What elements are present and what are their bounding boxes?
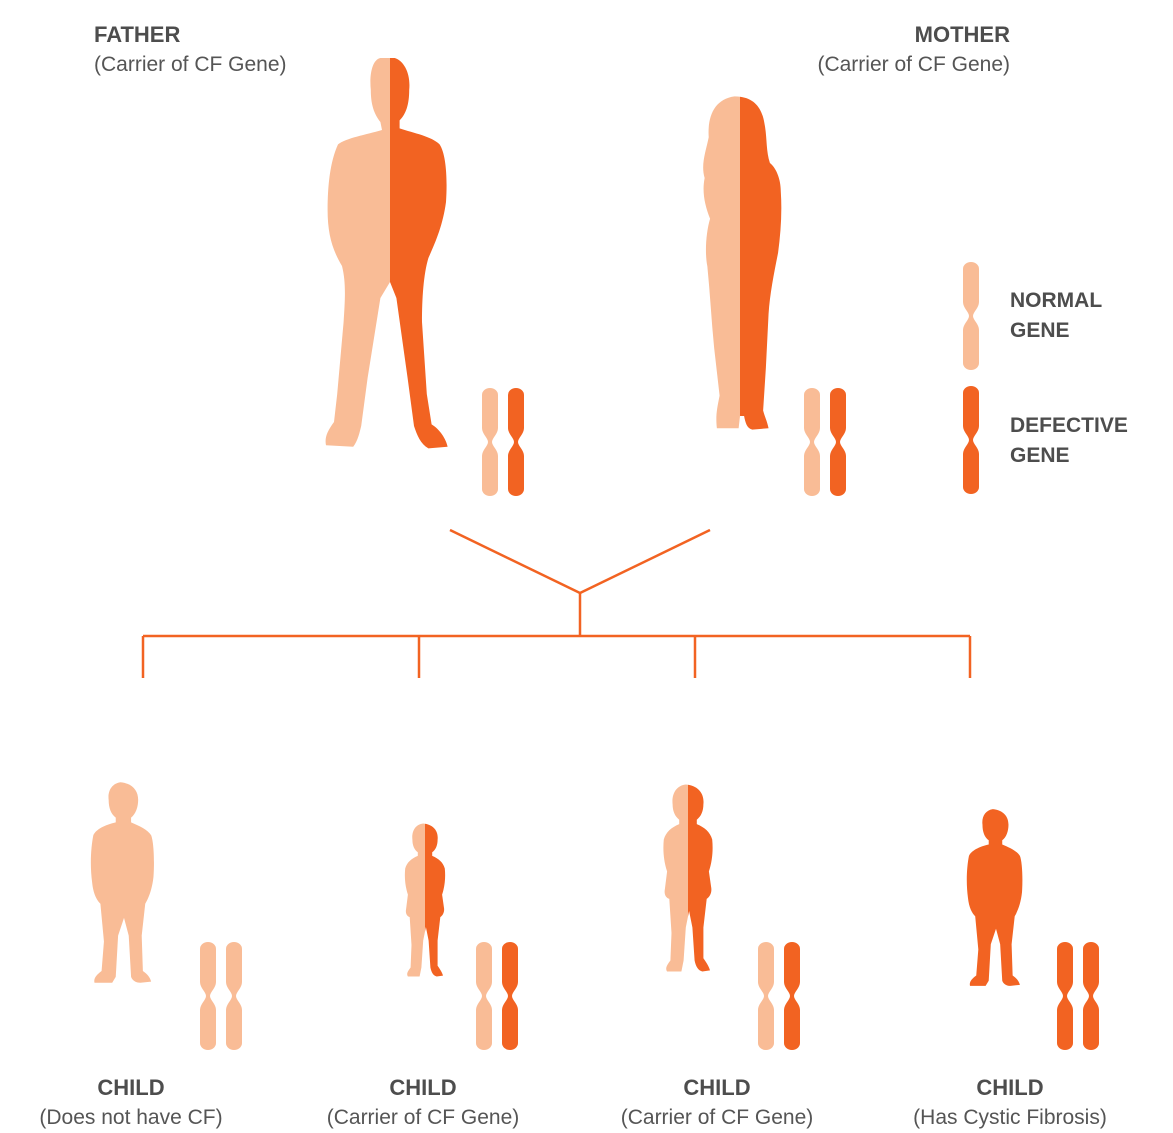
child-subtitle-2: (Carrier of CF Gene) (327, 1103, 520, 1133)
mother-title: MOTHER (817, 20, 1010, 50)
child-silhouette-2 (405, 824, 445, 977)
child-title-4: CHILD (913, 1073, 1107, 1103)
father-chromosome-1 (482, 388, 498, 496)
child-subtitle-4: (Has Cystic Fibrosis) (913, 1103, 1107, 1133)
child-silhouette-3 (663, 785, 712, 972)
child-2-chromosome-2 (502, 942, 518, 1050)
father-label: FATHER (Carrier of CF Gene) (94, 20, 287, 80)
child-3-chromosome-2 (784, 942, 800, 1050)
legend-defective-label: DEFECTIVE GENE (1010, 411, 1128, 471)
father-subtitle: (Carrier of CF Gene) (94, 50, 287, 80)
legend-normal-line1: NORMAL (1010, 286, 1102, 316)
legend-normal-line2: GENE (1010, 316, 1102, 346)
mother-chromosome-1 (804, 388, 820, 496)
mother-subtitle: (Carrier of CF Gene) (817, 50, 1010, 80)
father-silhouette (326, 58, 448, 448)
child-1-chromosome-2 (226, 942, 242, 1050)
child-label-1: CHILD (Does not have CF) (39, 1073, 222, 1133)
mother-silhouette (703, 96, 781, 429)
child-subtitle-3: (Carrier of CF Gene) (621, 1103, 814, 1133)
child-title-1: CHILD (39, 1073, 222, 1103)
mother-label: MOTHER (Carrier of CF Gene) (817, 20, 1010, 80)
mother-chromosome-2 (830, 388, 846, 496)
child-subtitle-1: (Does not have CF) (39, 1103, 222, 1133)
legend-normal-chromosome (963, 262, 979, 370)
legend-defective-chromosome (963, 386, 979, 494)
child-title-3: CHILD (621, 1073, 814, 1103)
child-label-3: CHILD (Carrier of CF Gene) (621, 1073, 814, 1133)
father-connector (450, 530, 580, 593)
child-label-4: CHILD (Has Cystic Fibrosis) (913, 1073, 1107, 1133)
child-1-chromosome-1 (200, 942, 216, 1050)
child-2-chromosome-1 (476, 942, 492, 1050)
child-4-chromosome-2 (1083, 942, 1099, 1050)
child-label-2: CHILD (Carrier of CF Gene) (327, 1073, 520, 1133)
child-silhouette-1 (91, 782, 154, 983)
child-title-2: CHILD (327, 1073, 520, 1103)
legend-defective-line2: GENE (1010, 441, 1128, 471)
child-silhouette-4 (967, 809, 1023, 986)
legend-defective-line1: DEFECTIVE (1010, 411, 1128, 441)
connector-lines (143, 530, 970, 678)
mother-connector (580, 530, 710, 593)
father-chromosome-2 (508, 388, 524, 496)
child-4-chromosome-1 (1057, 942, 1073, 1050)
child-3-chromosome-1 (758, 942, 774, 1050)
legend-normal-label: NORMAL GENE (1010, 286, 1102, 346)
father-title: FATHER (94, 20, 287, 50)
